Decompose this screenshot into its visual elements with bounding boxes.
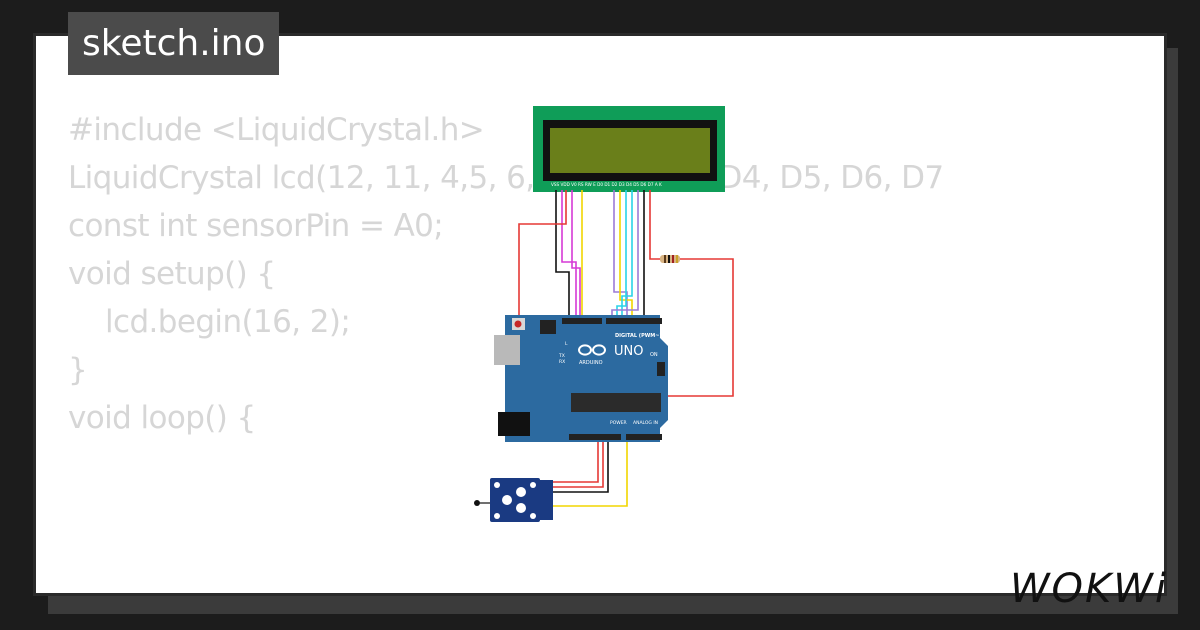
code-line: #include <LiquidCrystal.h> [68,112,485,148]
code-line: lcd.begin(16, 2); [68,304,351,340]
file-tab[interactable]: sketch.ino [68,12,280,75]
arduino-logo-icon [578,344,606,356]
digital-header-right [606,318,662,324]
analog-header [626,434,662,440]
usb-port [494,335,520,365]
rx-label: RX [559,359,565,365]
lcd-pin-labels: VSS VDD V0 RS RW E D0 D1 D2 D3 D4 D5 D6 … [551,182,662,187]
digital-header-left [562,318,602,324]
code-line: } [68,352,88,388]
code-line: void setup() { [68,256,276,292]
code-line: void loop() { [68,400,256,436]
wokwi-logo: WOKWi [1010,566,1168,612]
l-label: L [565,341,568,347]
lcd-display[interactable]: VSS VDD V0 RS RW E D0 D1 D2 D3 D4 D5 D6 … [533,106,725,192]
board-brand: UNO [614,344,643,359]
atmega-chip [571,393,661,412]
code-line: const int sensorPin = A0; [68,208,444,244]
arduino-uno[interactable]: DIGITAL (PWM~) UNO ARDUINO ON TX RX L PO… [494,315,668,442]
temperature-sensor-module[interactable] [474,478,553,522]
power-header [569,434,621,440]
power-label: POWER [610,420,627,426]
digital-label: DIGITAL (PWM~) [615,333,662,339]
reset-button[interactable] [514,320,522,328]
tx-label: TX [558,353,565,359]
power-jack [498,412,530,436]
logo-text: WOKWi [1010,566,1168,612]
on-label: ON [650,352,658,358]
resistor[interactable] [660,255,680,263]
analog-label: ANALOG IN [633,420,658,426]
thermistor [474,500,480,506]
board-maker: ARDUINO [579,360,603,366]
